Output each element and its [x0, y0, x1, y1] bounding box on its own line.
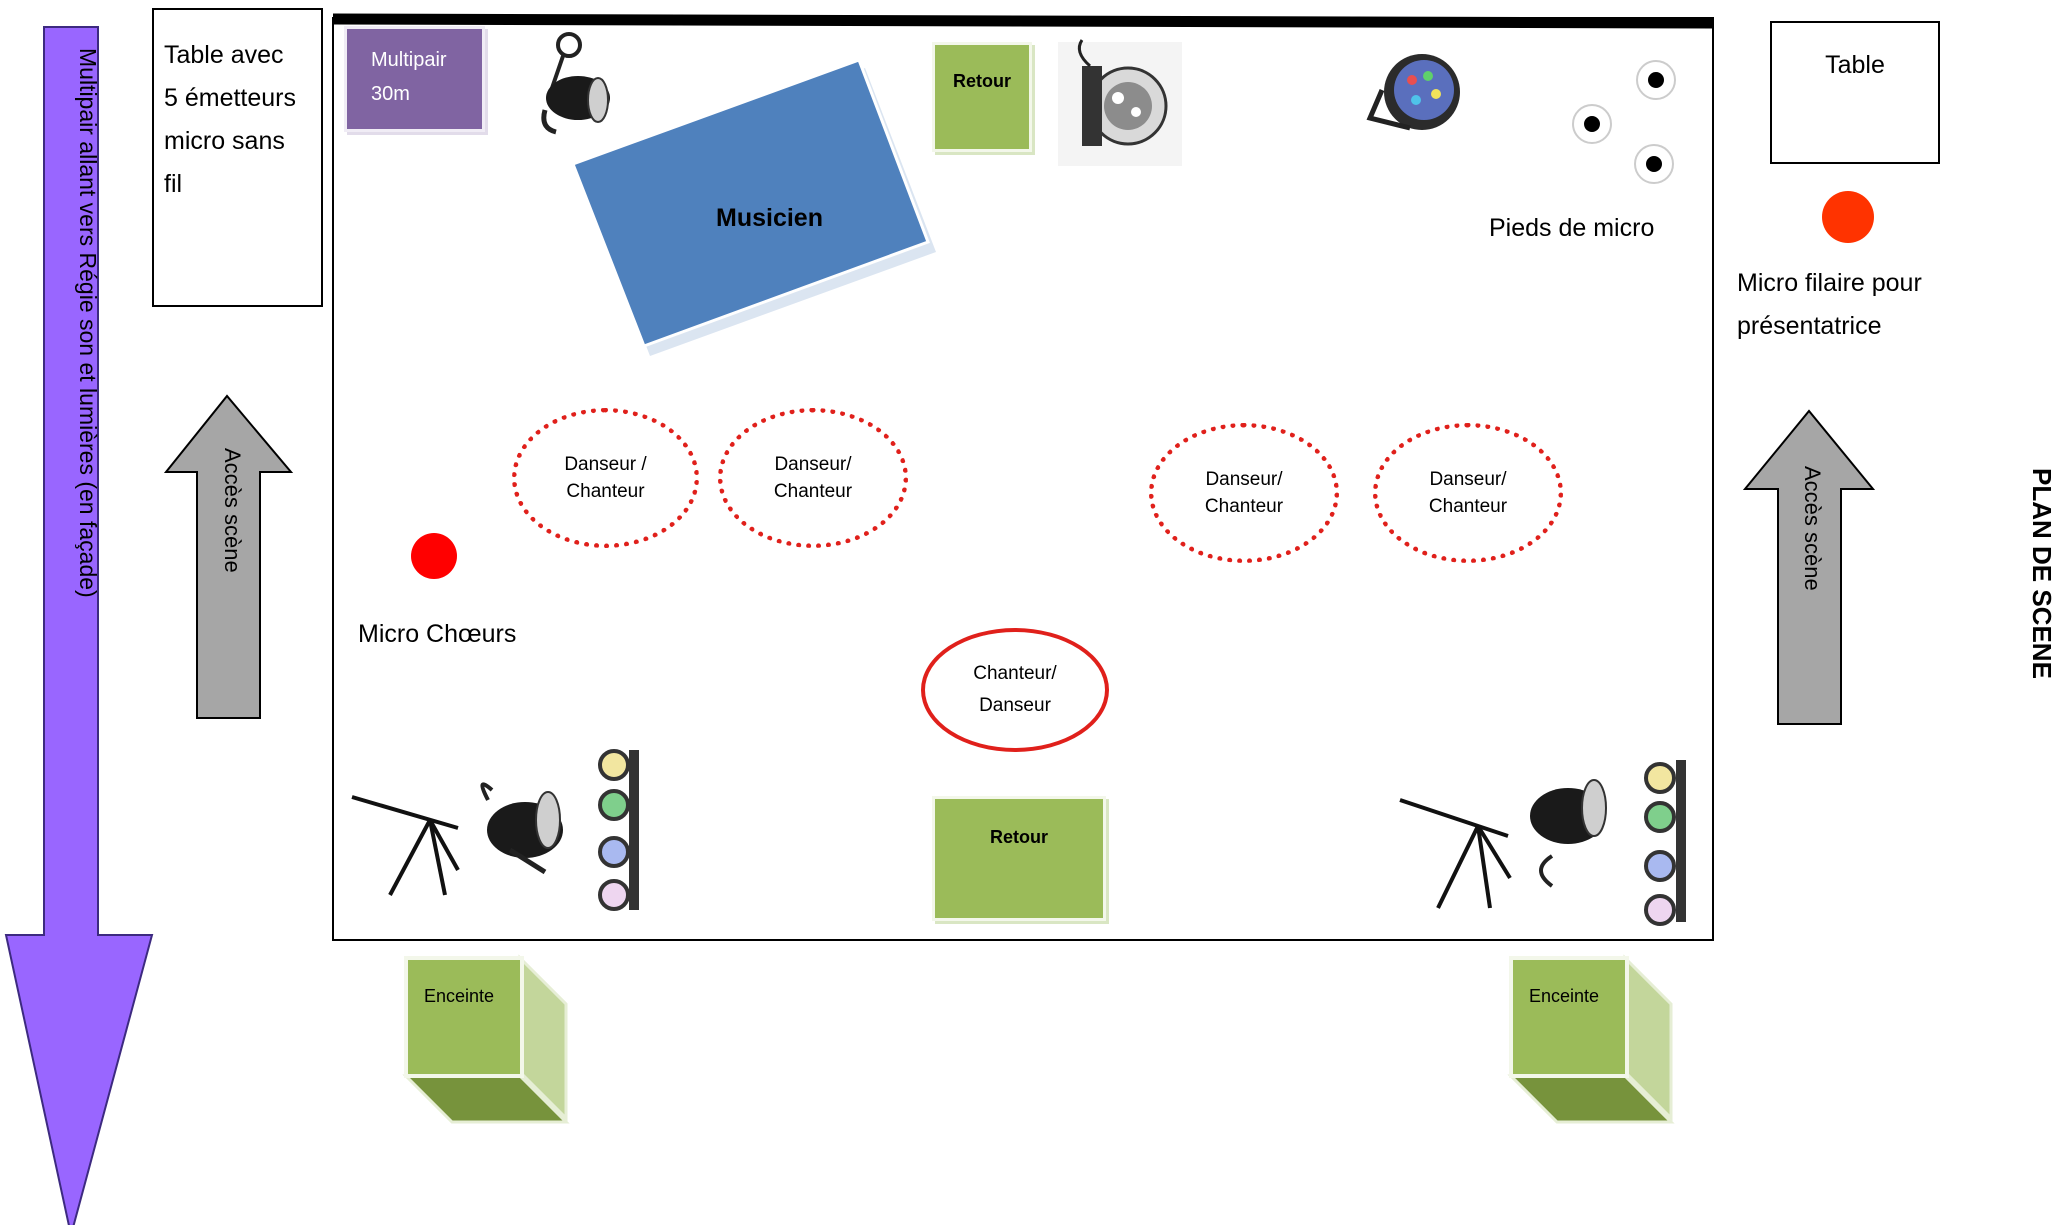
- led-bar-right-icon: [1644, 760, 1686, 926]
- table-right-label: Table: [1825, 51, 1885, 79]
- page-title: PLAN DE SCENE: [2027, 468, 2057, 679]
- musicien-platform: [571, 58, 930, 348]
- multipair-arrow-label: Multipair allant vers Régie son et lumiè…: [75, 48, 101, 598]
- micro-choeurs-label: Micro Chœurs: [358, 620, 517, 648]
- enceinte-left-label: Enceinte: [424, 986, 495, 1006]
- par-can-right-icon: [1530, 779, 1607, 888]
- performer-3: Danseur/ Chanteur: [1149, 423, 1339, 563]
- musicien-label: Musicien: [716, 204, 823, 232]
- light-tripod-left-icon: [351, 795, 460, 896]
- mic-stands-icon: [1572, 60, 1676, 184]
- access-arrow-right: [1742, 409, 1876, 725]
- multipair-arrow: [4, 26, 154, 1225]
- pieds-micro-label: Pieds de micro: [1489, 214, 1655, 242]
- par-can-left-icon: [480, 782, 563, 875]
- acces-scene-right-label: Accès scène: [1800, 466, 1825, 591]
- disco-ball-icon: [1058, 39, 1182, 166]
- table-right: Table: [1770, 21, 1940, 164]
- micro-choeurs-dot: [411, 533, 457, 579]
- enceinte-right-label: Enceinte: [1529, 986, 1600, 1006]
- light-tripod-right-icon: [1399, 798, 1512, 909]
- stage-back-edge: [332, 13, 1714, 29]
- micro-filaire-dot: [1822, 191, 1874, 243]
- table-left: Table avec 5 émetteurs micro sans fil: [152, 8, 323, 307]
- performer-4: Danseur/ Chanteur: [1373, 423, 1563, 563]
- enceinte-right-cube: [1507, 954, 1675, 1124]
- performer-1: Danseur / Chanteur: [512, 408, 699, 548]
- lead-performer: Chanteur/ Danseur: [921, 628, 1109, 752]
- multipair-box-label: Multipair 30m: [371, 49, 447, 105]
- enceinte-left-cube: [402, 954, 570, 1124]
- led-par-icon: [1366, 54, 1460, 131]
- access-arrow-left: [163, 394, 294, 719]
- retour-top: Retour: [932, 42, 1032, 152]
- acces-scene-left-label: Accès scène: [220, 448, 245, 573]
- retour-bottom-label: Retour: [990, 827, 1048, 847]
- performer-2: Danseur/ Chanteur: [718, 408, 908, 548]
- par-can-light-icon: [541, 32, 610, 135]
- table-left-label: Table avec 5 émetteurs micro sans fil: [164, 41, 297, 198]
- retour-top-label: Retour: [953, 71, 1011, 91]
- led-bar-left-icon: [598, 749, 639, 911]
- multipair-box: Multipair 30m: [344, 26, 485, 132]
- retour-bottom: Retour: [932, 796, 1106, 921]
- micro-filaire-label: Micro filaire pour présentatrice: [1737, 269, 1922, 340]
